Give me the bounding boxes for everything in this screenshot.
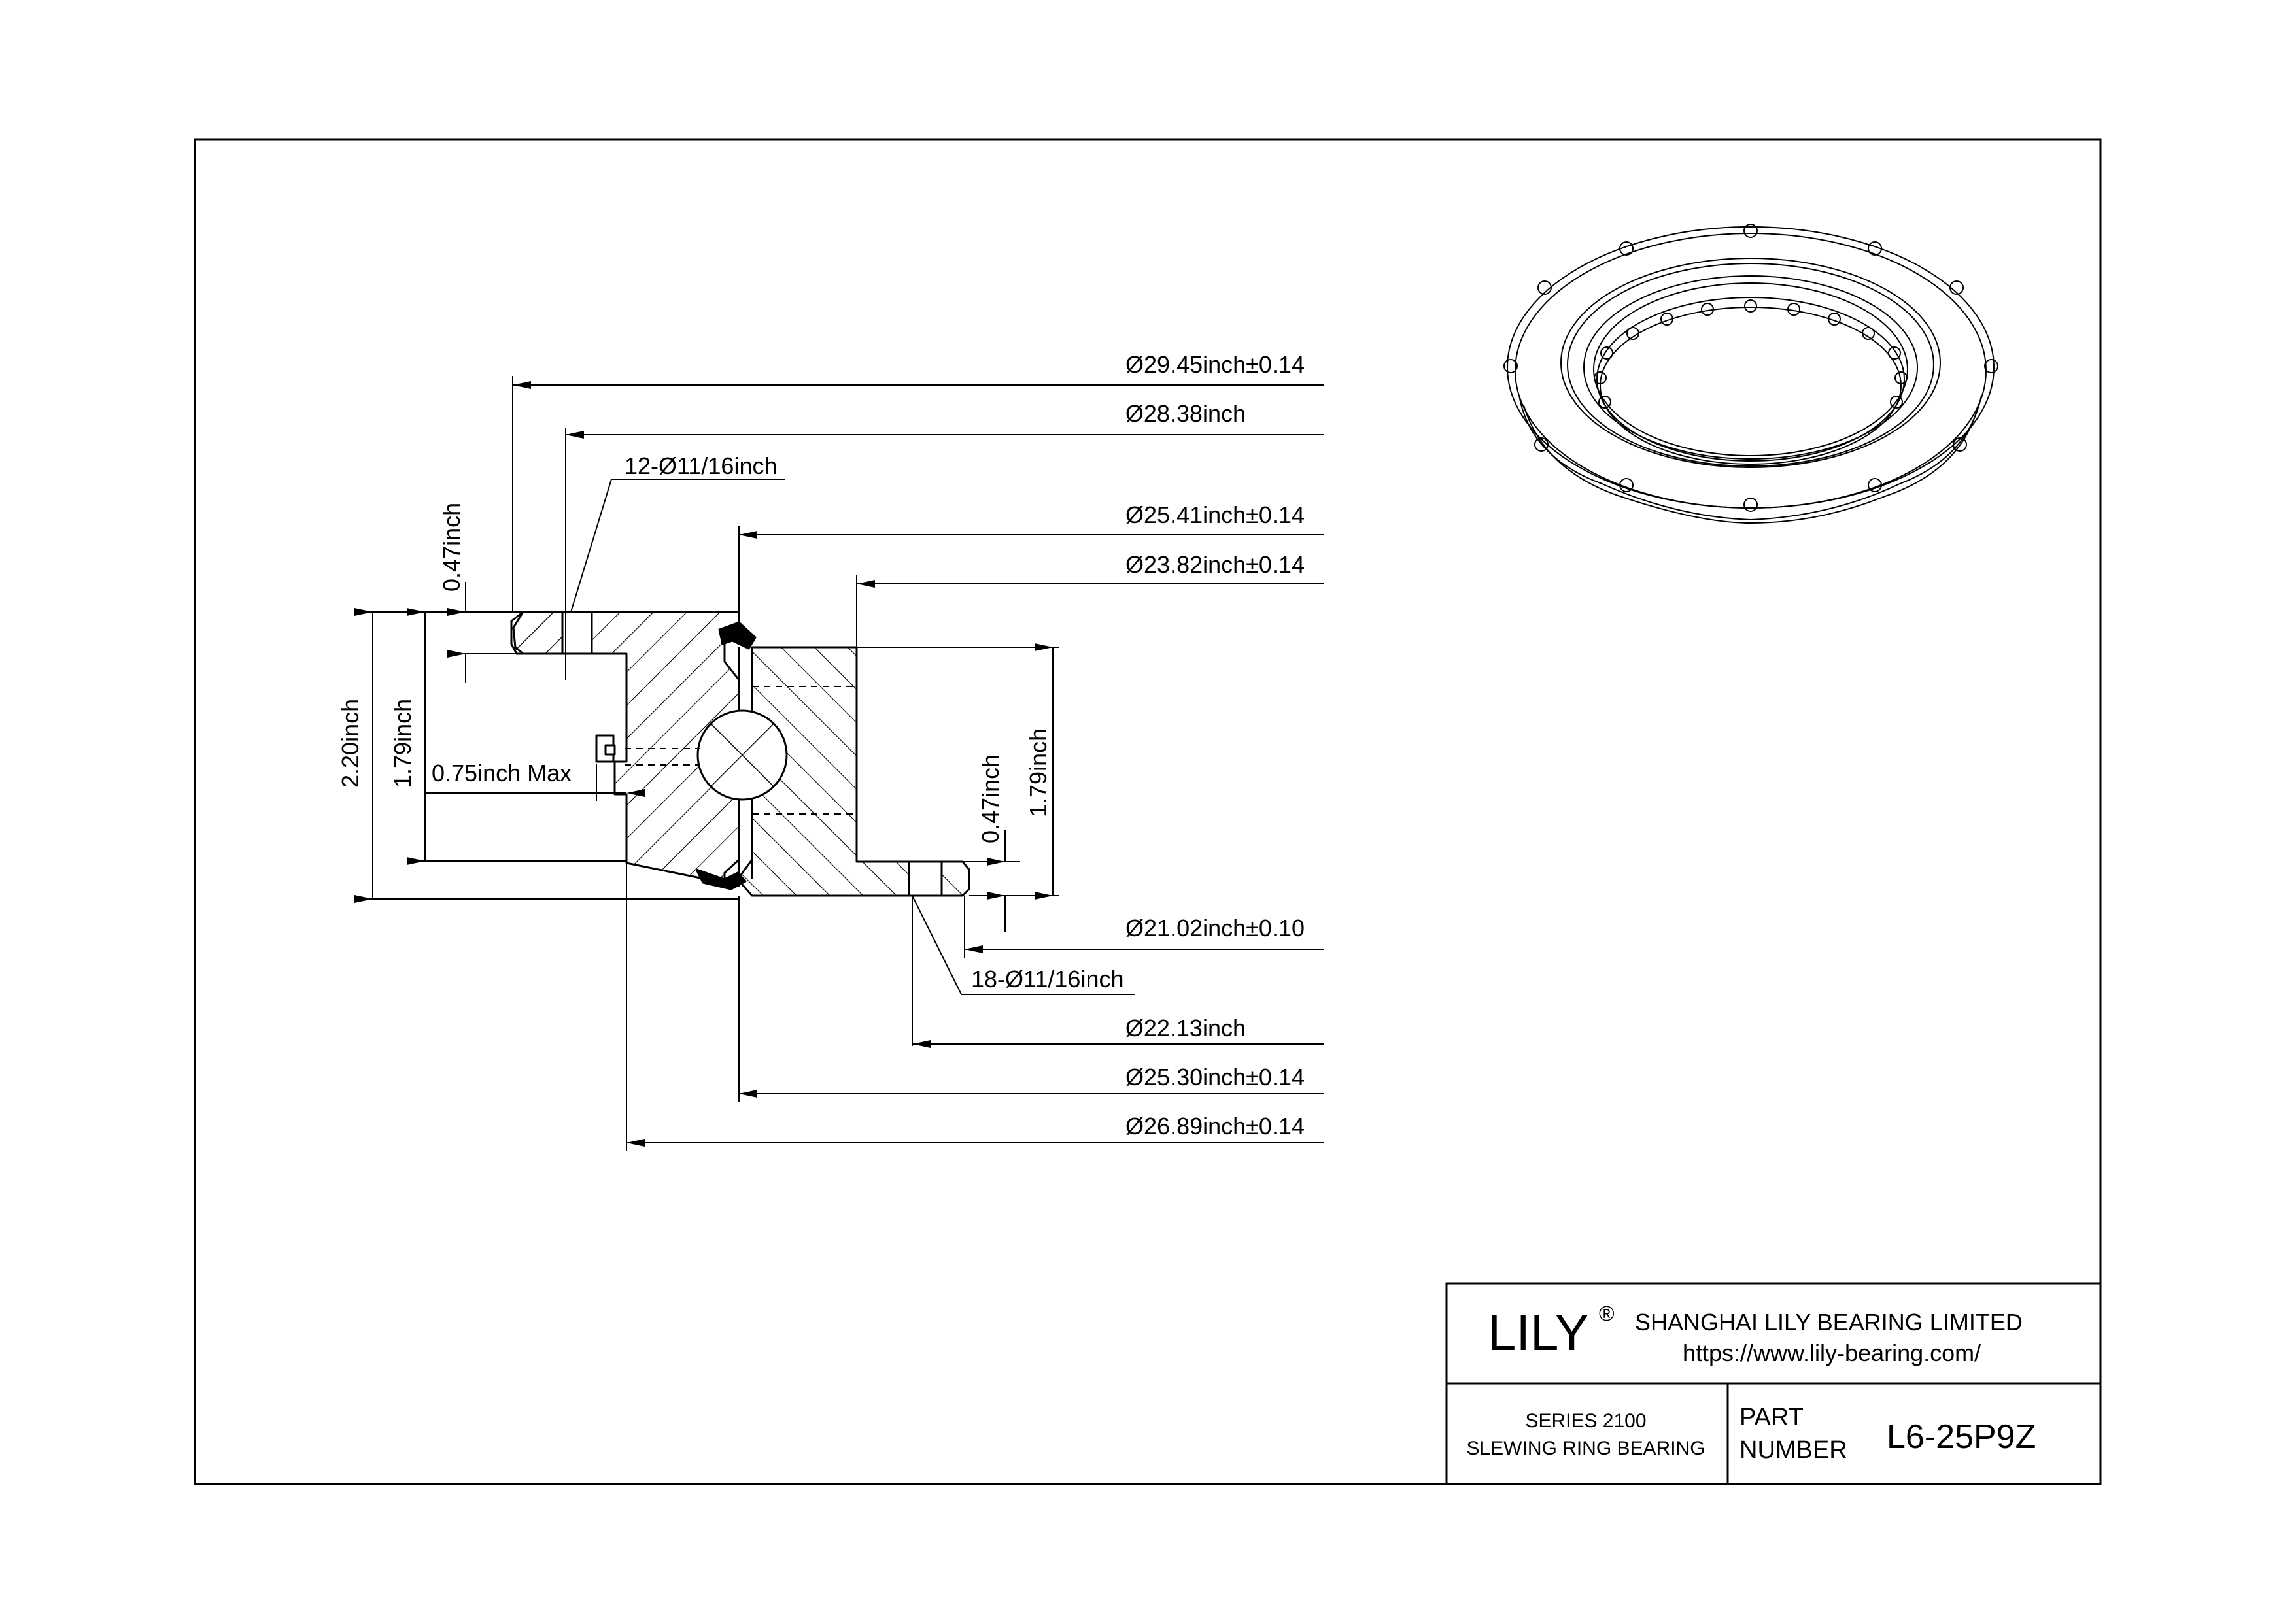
series-line2: SLEWING RING BEARING: [1466, 1438, 1705, 1459]
dim-outer-ring-od: Ø26.89inch±0.14: [1125, 1113, 1305, 1140]
dim-inner-ring-od: Ø23.82inch±0.14: [1125, 551, 1305, 578]
company-website: https://www.lily-bearing.com/: [1683, 1340, 1981, 1366]
dimension-labels: Ø29.45inch±0.14 Ø28.38inch 12-Ø11/16inch…: [337, 351, 1305, 1140]
inner-ring-holes: [1594, 299, 1908, 409]
dim-total-height: 2.20inch: [337, 699, 364, 788]
inner-flange-tip: [940, 860, 970, 897]
dim-inner-ring-top: Ø25.30inch±0.14: [1125, 1064, 1305, 1090]
dim-inner-flange-height: 0.47inch: [977, 754, 1004, 843]
outer-flange-holes: [1503, 224, 1998, 512]
upper-seal: [718, 621, 757, 650]
title-block-text: LILY ® SHANGHAI LILY BEARING LIMITED htt…: [1466, 1302, 2036, 1464]
dim-outer-ring-height: 1.79inch: [389, 699, 416, 788]
dim-inner-ring-height: 1.79inch: [1025, 728, 1052, 817]
lower-seal: [695, 868, 747, 890]
bearing-cross-section: [510, 611, 970, 897]
registered-mark: ®: [1599, 1302, 1615, 1325]
dim-inner-holes: 18-Ø11/16inch: [971, 966, 1124, 992]
bearing-isometric-view: [1503, 224, 1998, 524]
title-block: [1445, 1282, 2102, 1485]
dim-outer-ring-bore: Ø25.41inch±0.14: [1125, 501, 1305, 528]
brand-logo: LILY: [1488, 1304, 1589, 1361]
dim-outer-flange: Ø29.45inch±0.14: [1125, 351, 1305, 378]
dim-outer-flange-height: 0.47inch: [438, 503, 465, 592]
outer-flange-tip: [512, 611, 564, 655]
company-name: SHANGHAI LILY BEARING LIMITED: [1635, 1309, 2023, 1336]
part-label-line2: NUMBER: [1739, 1436, 1847, 1464]
drawing-border: [194, 138, 2102, 1485]
outer-bolt-hole: [561, 611, 593, 655]
part-number: L6-25P9Z: [1887, 1418, 2036, 1456]
dim-inner-bolt-circle: Ø22.13inch: [1125, 1015, 1246, 1041]
dim-inner-bore: Ø21.02inch±0.10: [1125, 915, 1305, 941]
dimension-lines: [354, 376, 1324, 1151]
part-label-line1: PART: [1739, 1404, 1804, 1431]
dim-grease-fitting: 0.75inch Max: [432, 760, 572, 786]
series-line1: SERIES 2100: [1525, 1410, 1646, 1432]
dim-outer-holes: 12-Ø11/16inch: [625, 452, 778, 479]
dim-outer-bolt-circle: Ø28.38inch: [1125, 400, 1246, 427]
inner-bolt-hole: [908, 860, 943, 897]
